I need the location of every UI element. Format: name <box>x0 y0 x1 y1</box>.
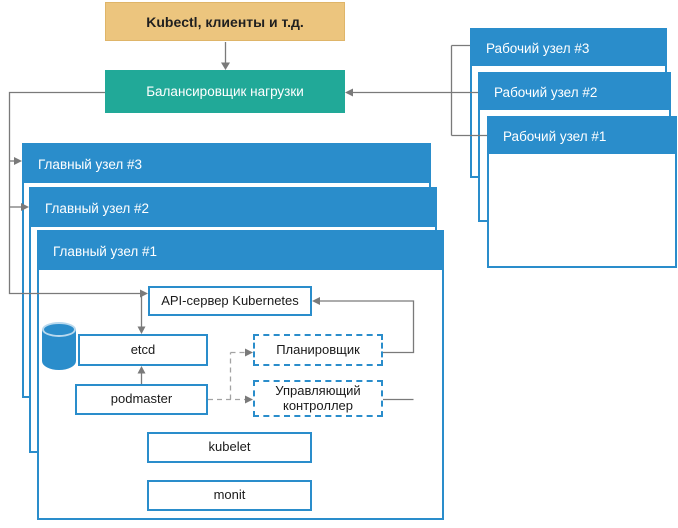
arrow-into-load-balancer <box>345 88 353 97</box>
worker-node-3-header: Рабочий узел #3 <box>472 30 665 66</box>
etcd-label: etcd <box>130 341 156 357</box>
master-node-2-header: Главный узел #2 <box>31 189 435 227</box>
client-box-label: Kubectl, клиенты и т.д. <box>146 13 304 30</box>
database-icon <box>42 322 76 371</box>
controller-manager-box: Управляющий контроллер <box>253 380 383 417</box>
controller-manager-label: Управляющий контроллер <box>275 382 361 413</box>
load-balancer-box: Балансировщик нагрузки <box>105 70 345 113</box>
podmaster-box: podmaster <box>75 384 208 415</box>
arrow-into-master-3 <box>14 157 22 165</box>
master-node-1-label: Главный узел #1 <box>53 243 158 259</box>
api-server-label: API-сервер Kubernetes <box>161 292 299 308</box>
master-node-3-label: Главный узел #3 <box>38 156 143 172</box>
database-icon-top <box>42 322 76 337</box>
worker-node-1: Рабочий узел #1 <box>487 116 677 268</box>
podmaster-label: podmaster <box>110 391 173 407</box>
worker-node-3-label: Рабочий узел #3 <box>486 40 590 56</box>
scheduler-label: Планировщик <box>276 341 360 357</box>
etcd-box: etcd <box>78 334 208 366</box>
worker-node-2-label: Рабочий узел #2 <box>494 84 598 100</box>
master-node-1-header: Главный узел #1 <box>39 232 442 270</box>
master-node-1: Главный узел #1 <box>37 230 444 520</box>
worker-node-1-label: Рабочий узел #1 <box>503 128 607 144</box>
monit-label: monit <box>213 487 246 503</box>
arrow-down-to-load-balancer <box>221 62 230 70</box>
worker-node-2-header: Рабочий узел #2 <box>480 74 669 110</box>
master-node-3-header: Главный узел #3 <box>24 145 429 183</box>
scheduler-box: Планировщик <box>253 334 383 366</box>
worker-node-1-header: Рабочий узел #1 <box>489 118 675 154</box>
monit-box: monit <box>147 480 312 511</box>
client-box: Kubectl, клиенты и т.д. <box>105 2 345 41</box>
api-server-box: API-сервер Kubernetes <box>148 286 312 316</box>
kubelet-box: kubelet <box>147 432 312 463</box>
load-balancer-label: Балансировщик нагрузки <box>146 84 304 99</box>
master-node-2-label: Главный узел #2 <box>45 200 150 216</box>
kubelet-label: kubelet <box>208 439 251 455</box>
